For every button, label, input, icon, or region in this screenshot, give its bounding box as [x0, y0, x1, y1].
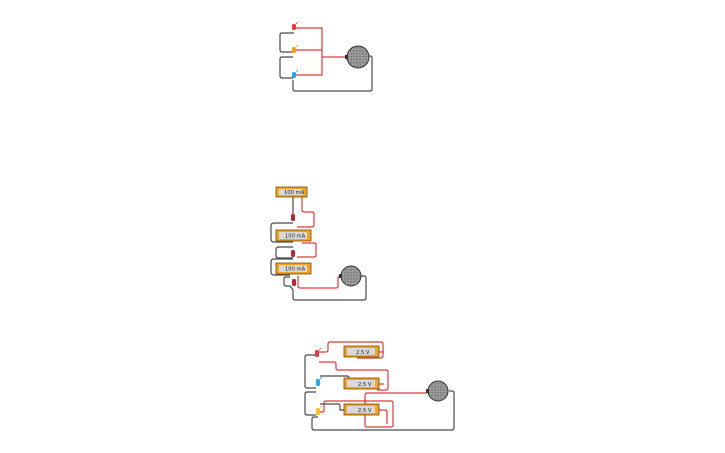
wire-positive — [318, 341, 384, 359]
resistor-3[interactable]: 100 mA — [275, 262, 312, 275]
led-dark-red-icon[interactable] — [291, 214, 295, 221]
resistor-2[interactable]: 2.5 V — [343, 377, 380, 390]
battery-icon[interactable] — [339, 265, 362, 287]
wire-positive — [297, 197, 315, 228]
resistor-3[interactable]: 2.5 V — [343, 403, 380, 416]
resistor-label: 2.5 V — [358, 382, 372, 388]
wire-negative — [292, 55, 373, 92]
battery-icon[interactable] — [345, 45, 370, 69]
led-yellow-icon[interactable] — [316, 405, 323, 415]
led-red-icon[interactable] — [292, 21, 299, 30]
led-blue-icon[interactable] — [316, 376, 323, 386]
resistor-1[interactable]: 100 mA — [275, 186, 308, 198]
wire-positive — [377, 409, 388, 424]
wire-negative — [304, 354, 316, 389]
wire-negative — [279, 32, 294, 53]
wire-negative — [311, 390, 455, 431]
circuit-top — [279, 21, 373, 92]
led-dark-red-icon[interactable] — [291, 250, 295, 257]
resistor-label: 100 mA — [285, 234, 306, 240]
wire-positive — [319, 392, 427, 428]
circuit-middle: 100 mA 100 mA 100 mA — [270, 186, 367, 301]
wire-negative — [283, 275, 367, 301]
resistor-label: 100 mA — [285, 267, 306, 273]
led-blue-icon[interactable] — [292, 69, 299, 78]
wire-negative — [279, 56, 293, 79]
resistor-1[interactable]: 2.5 V — [343, 345, 380, 358]
led-dark-red-icon[interactable] — [292, 279, 296, 286]
led-orange-icon[interactable] — [292, 44, 299, 53]
circuit-bottom: 2.5 V 2.5 V 2.5 V — [304, 341, 455, 431]
led-red-icon[interactable] — [315, 347, 322, 357]
wire-positive — [294, 27, 323, 76]
wire-negative — [270, 258, 293, 276]
resistor-label: 100 mA — [284, 190, 305, 196]
wire-negative — [270, 222, 293, 243]
wire-negative — [320, 403, 345, 411]
wire-positive — [297, 276, 341, 289]
wire-negative — [304, 391, 316, 416]
wire-positive — [297, 242, 317, 258]
resistor-label: 2.5 V — [358, 408, 372, 414]
resistor-label: 2.5 V — [356, 350, 370, 356]
wire-negative — [275, 246, 293, 259]
wire-positive — [319, 361, 389, 391]
battery-icon[interactable] — [426, 380, 449, 402]
resistor-2[interactable]: 100 mA — [275, 229, 312, 242]
